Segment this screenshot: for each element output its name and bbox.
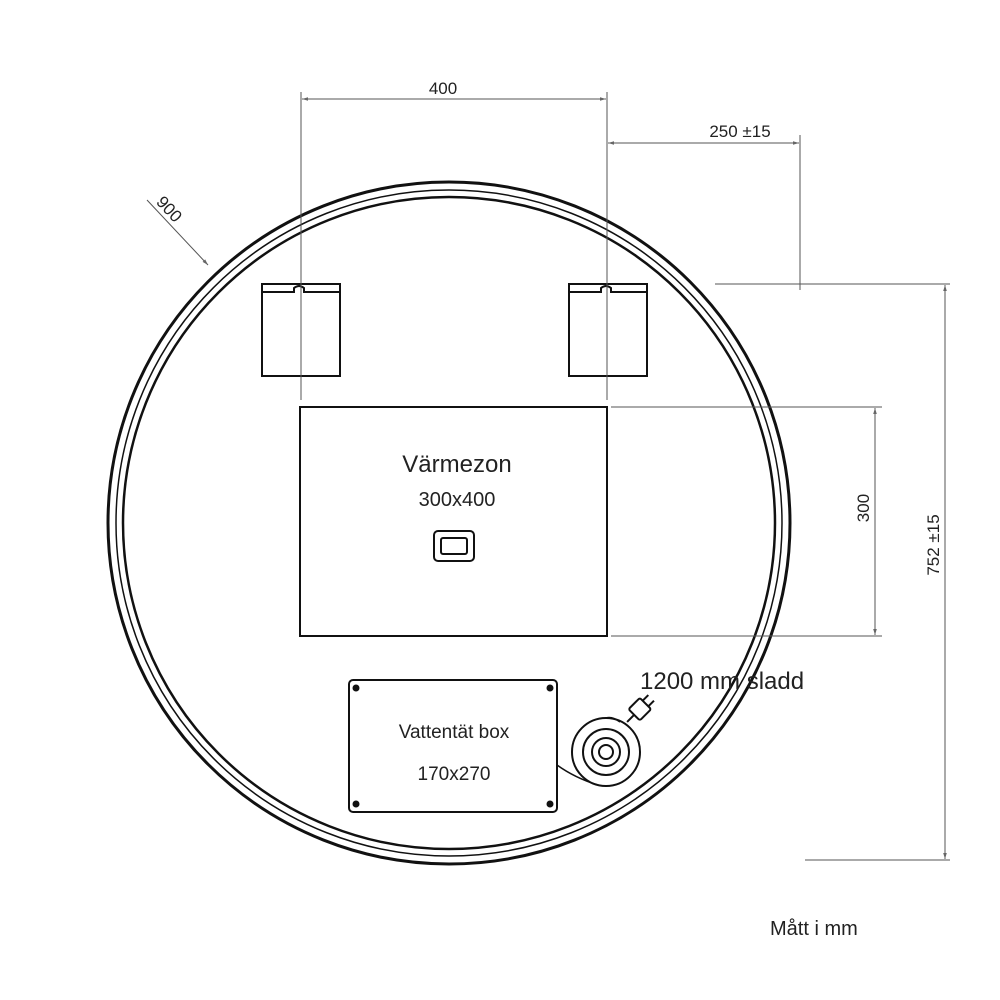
heat-zone: Värmezon 300x400 [299,406,608,637]
screw-hole [546,684,554,692]
heat-zone-size: 300x400 [419,489,496,511]
waterproof-box: Vattentät box 170x270 [348,679,558,813]
bracket-left [261,283,341,377]
switch-icon [433,530,475,562]
heat-zone-title: Värmezon [402,451,511,478]
bracket-right [568,283,648,377]
dimension-heat-height: 300 [611,406,882,637]
cable-length-label: 1200 mm sladd [640,668,804,695]
plug-icon [626,694,655,723]
mirror-frame [106,180,792,866]
units-note: Mått i mm [770,918,858,940]
dimension-width-top: 400 [300,79,608,400]
dimension-total-height: 752 ±15 [715,283,950,861]
screw-hole [352,800,360,808]
dimension-total-height-label: 752 ±15 [924,514,943,575]
dimension-width-top-label: 400 [429,79,457,98]
screw-hole [352,684,360,692]
cable-reel-icon [556,716,641,787]
screw-hole [546,800,554,808]
dimension-offset-right: 250 ±15 [608,122,801,290]
waterproof-box-size: 170x270 [418,764,491,785]
waterproof-box-title: Vattentät box [399,722,510,743]
dimension-diameter: 900 [146,192,209,266]
dimension-offset-right-label: 250 ±15 [709,122,770,141]
dimension-heat-height-label: 300 [854,494,873,522]
dimension-diameter-label: 900 [152,192,185,226]
